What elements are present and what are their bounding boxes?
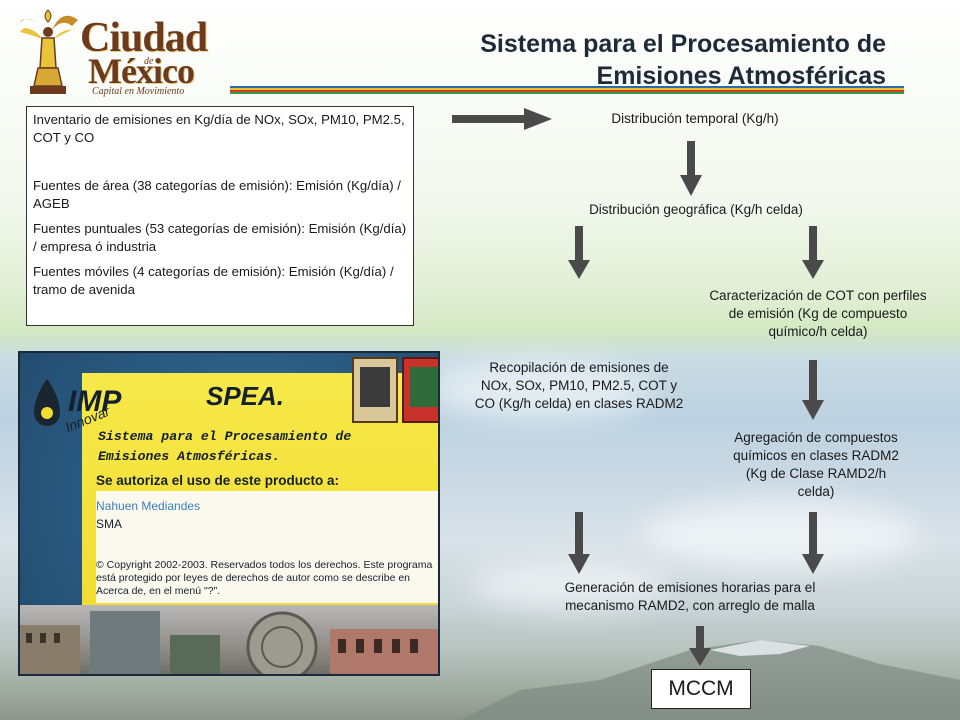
splash-imp-text: IMP [68,385,122,418]
title-line-2: Emisiones Atmosféricas [596,62,886,90]
splash-licensee: Nahuen Mediandes [96,499,201,513]
rule-stripe [230,90,904,92]
splash-spea-title: SPEA. [206,381,285,411]
cloud [430,360,650,420]
splash-system-line-2: Emisiones Atmosféricas. [98,449,281,464]
splash-organization: SMA [96,517,123,531]
step-temporal-distribution: Distribución temporal (Kg/h) [611,111,779,126]
splash-copyright: © Copyright 2002-2003. Reservados todos … [96,559,433,597]
splash-white-panel [96,491,438,603]
arrow-cot-to-agregacion [802,360,824,420]
arrow-geographic-to-cot [802,226,824,279]
step-agregacion: Agregación de compuestos químicos en cla… [733,430,899,499]
arrow-to-temporal [452,108,552,130]
rule-stripe [230,86,904,88]
angel-emblem-icon [16,9,78,94]
mccm-box: MCCM [651,669,751,709]
step-cot-characterization: Caracterización de COT con perfiles de e… [709,288,927,339]
mexico-seal-icon [402,357,438,423]
cloud [640,500,920,570]
arrow-temporal-to-geographic [680,141,702,196]
rule-stripe [230,88,904,90]
title-rule [230,86,904,94]
splash-architecture-strip [20,605,438,674]
step-generacion: Generación de emisiones horarias para el… [564,580,816,613]
splash-system-name: Sistema para el Procesamiento de Emision… [98,427,351,467]
splash-system-line-1: Sistema para el Procesamiento de [98,429,352,444]
inventory-point-sources: Fuentes puntuales (53 categorías de emis… [33,221,407,254]
buildings-illustration-icon [20,611,438,674]
step-geographic-distribution: Distribución geográfica (Kg/h celda) [589,202,803,217]
inventory-mobile-sources: Fuentes móviles (4 categorías de emisión… [33,264,394,297]
logo-mexico: México [88,51,195,91]
rule-stripe [230,92,904,94]
splash-authorization: Se autoriza el uso de este producto a: [96,473,340,488]
logo-tagline: Capital en Movimiento [92,86,185,97]
inventory-area-sources: Fuentes de área (38 categorías de emisió… [33,178,401,211]
logo-ciudad: Ciudad [80,15,208,61]
title-line-1: Sistema para el Procesamiento de [480,30,886,58]
inventory-box: Inventario de emisiones en Kg/día de NOx… [26,106,414,326]
inventory-intro: Inventario de emisiones en Kg/día de NOx… [33,112,405,145]
page-title: Sistema para el Procesamiento de Emision… [326,28,886,92]
unam-seal-icon [352,357,398,423]
arrow-geographic-to-recopilacion [568,226,590,279]
ciudad-de-mexico-logo: Ciudad de México Capital en Movimiento [8,6,228,102]
step-recopilacion: Recopilación de emisiones de NOx, SOx, P… [474,360,684,411]
imp-logo-icon [34,379,60,426]
spea-splash-image: IMP Innovar SPEA. Sistema para el Proces… [18,351,440,676]
logo-de: de [144,56,154,67]
